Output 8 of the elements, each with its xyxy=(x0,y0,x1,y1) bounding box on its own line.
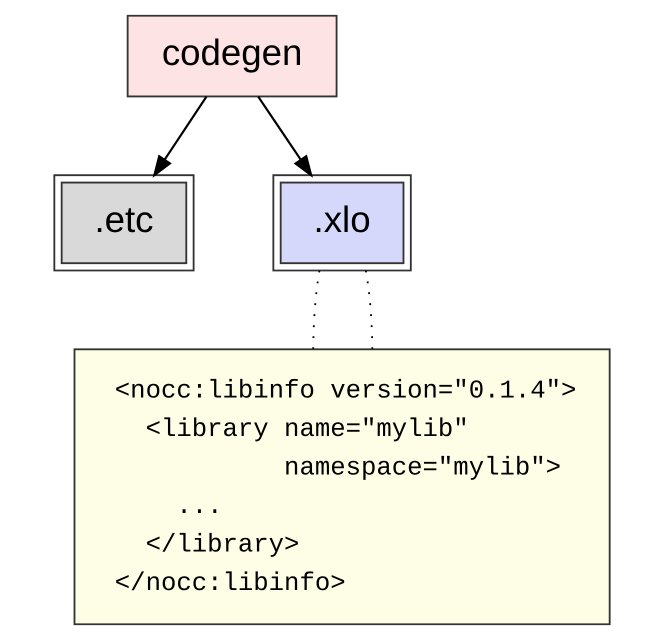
connector xyxy=(312,270,320,349)
node-box: codegen xyxy=(126,14,338,98)
arrow xyxy=(152,96,208,178)
node-box: .etc xyxy=(53,174,195,272)
arrow xyxy=(257,96,313,178)
node-box: <nocc:libinfo version="0.1.4"> <library name="mylib" namespace="mylib"> ... </library> </nocc:libinfo> xyxy=(74,348,611,626)
connector xyxy=(364,270,374,349)
node-box: .xlo xyxy=(272,174,412,272)
